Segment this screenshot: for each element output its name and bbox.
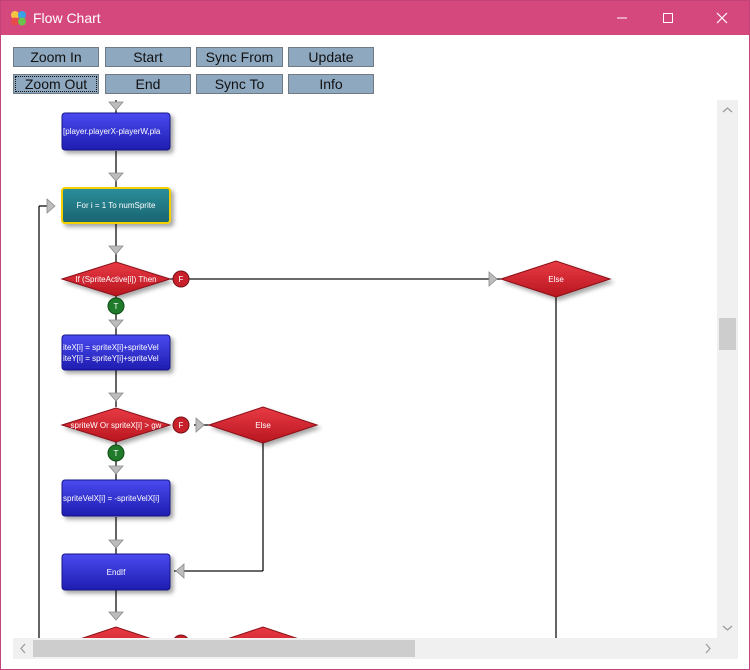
- close-icon: [716, 12, 728, 24]
- else-node-1-label: Else: [548, 275, 564, 284]
- vertical-scroll-thumb[interactable]: [719, 318, 736, 350]
- minimize-button[interactable]: [599, 1, 645, 35]
- false-badge-partial: [174, 634, 188, 638]
- else-node-2-label: Else: [255, 421, 271, 430]
- process-node-sprite-velocity[interactable]: spriteVelX[i] = -spriteVelX[i]: [61, 479, 171, 517]
- true-badge-2: T: [107, 444, 125, 462]
- flowchart-svg: [player.playerX-playerW,pla For i = 1 To…: [38, 100, 612, 638]
- sync-to-button[interactable]: Sync To: [196, 74, 283, 94]
- decision-node-sprite-active[interactable]: If (SpriteActive[i]) Then: [60, 261, 172, 297]
- horizontal-scrollbar[interactable]: [13, 638, 717, 659]
- end-button[interactable]: End: [105, 74, 191, 94]
- else-node-partial[interactable]: [209, 626, 317, 638]
- flowchart-canvas[interactable]: [player.playerX-playerW,pla For i = 1 To…: [13, 100, 716, 638]
- zoom-in-button[interactable]: Zoom In: [13, 47, 99, 67]
- false-badge-1-label: F: [179, 275, 184, 284]
- decision-node-sprite-bounds[interactable]: spriteW Or spriteX[i] > gw: [60, 407, 172, 443]
- false-badge-2: F: [172, 416, 190, 434]
- loop-node[interactable]: For i = 1 To numSprite: [61, 187, 171, 224]
- scrollbar-corner: [717, 638, 738, 659]
- false-badge-2-label: F: [179, 421, 184, 430]
- endif-node[interactable]: EndIf: [61, 553, 171, 591]
- true-badge-1: T: [107, 297, 125, 315]
- info-button[interactable]: Info: [288, 74, 374, 94]
- vertical-scrollbar[interactable]: [717, 100, 738, 638]
- app-icon: [11, 11, 26, 26]
- endif-node-label: EndIf: [107, 568, 126, 577]
- horizontal-scroll-thumb[interactable]: [33, 640, 415, 657]
- process-node-sprite-position[interactable]: iteX[i] = spriteX[i]+spriteVel iteY[i] =…: [61, 334, 171, 371]
- process-node-sprite-velocity-label: spriteVelX[i] = -spriteVelX[i]: [63, 494, 159, 503]
- true-badge-1-label: T: [114, 302, 119, 311]
- scroll-left-icon[interactable]: [16, 638, 30, 659]
- true-badge-2-label: T: [114, 449, 119, 458]
- scroll-down-icon[interactable]: [717, 621, 738, 635]
- close-button[interactable]: [699, 1, 745, 35]
- false-badge-1: F: [172, 270, 190, 288]
- decision-node-sprite-bounds-label: spriteW Or spriteX[i] > gw: [71, 421, 162, 430]
- process-node-sprite-position-line1: iteX[i] = spriteX[i]+spriteVel: [63, 343, 159, 352]
- start-button[interactable]: Start: [105, 47, 191, 67]
- zoom-out-button[interactable]: Zoom Out: [13, 74, 99, 94]
- decision-node-partial[interactable]: [62, 626, 170, 638]
- window-title: Flow Chart: [33, 10, 101, 26]
- sync-from-button[interactable]: Sync From: [196, 47, 283, 67]
- else-node-2[interactable]: Else: [207, 406, 319, 444]
- update-button[interactable]: Update: [288, 47, 374, 67]
- maximize-button[interactable]: [645, 1, 691, 35]
- minimize-icon: [617, 17, 627, 19]
- else-node-1[interactable]: Else: [499, 260, 612, 298]
- maximize-icon: [663, 13, 673, 23]
- process-node-player[interactable]: [player.playerX-playerW,pla: [61, 112, 171, 151]
- scroll-up-icon[interactable]: [717, 103, 738, 117]
- scroll-right-icon[interactable]: [701, 638, 715, 659]
- process-node-player-label: [player.playerX-playerW,pla: [63, 127, 161, 136]
- loop-node-label: For i = 1 To numSprite: [77, 201, 156, 210]
- process-node-sprite-position-line2: iteY[i] = spriteY[i]+spriteVel: [63, 354, 159, 363]
- arrowheads: [46, 101, 498, 621]
- decision-node-sprite-active-label: If (SpriteActive[i]) Then: [75, 275, 156, 284]
- title-bar: Flow Chart: [1, 1, 749, 35]
